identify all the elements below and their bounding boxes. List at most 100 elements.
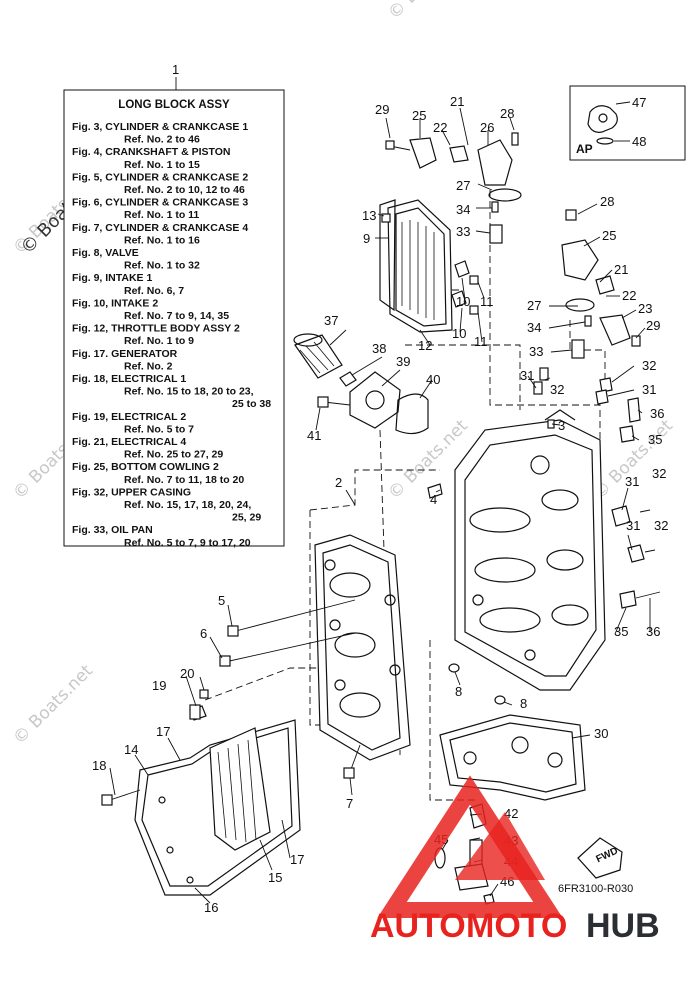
callout-37: 37 xyxy=(324,313,338,328)
reference-ref: Ref. No. 2 xyxy=(124,360,173,372)
callout-33: 33 xyxy=(456,224,470,239)
callout-22b: 22 xyxy=(622,288,636,303)
callout-34: 34 xyxy=(456,202,470,217)
callout-14: 14 xyxy=(124,742,138,757)
brand-moto: MOTO xyxy=(466,907,567,945)
oil-filter-part xyxy=(293,333,429,435)
callout-32b: 32 xyxy=(550,382,564,397)
callout-10b: 10 xyxy=(456,294,470,309)
callout-33b: 33 xyxy=(529,344,543,359)
reference-fig: Fig. 8, VALVE xyxy=(72,247,139,259)
callout-36: 36 xyxy=(650,406,664,421)
fwd-arrow: FWD xyxy=(577,837,623,879)
callout-21: 21 xyxy=(450,94,464,109)
callout-29: 29 xyxy=(375,102,389,117)
callout-24: 25 xyxy=(412,108,426,123)
callout-26: 26 xyxy=(480,120,494,135)
callout-25: 25 xyxy=(602,228,616,243)
reference-ref: Ref. No. 7 to 11, 18 to 20 xyxy=(124,474,244,486)
callout-38: 38 xyxy=(372,341,386,356)
reference-fig: Fig. 21, ELECTRICAL 4 xyxy=(72,436,186,448)
reference-fig: Fig. 33, OIL PAN xyxy=(72,524,153,536)
callout-35b: 35 xyxy=(614,624,628,639)
callout-36b: 36 xyxy=(646,624,660,639)
ap-inset: AP xyxy=(569,85,686,161)
reference-ref: Ref. No. 1 to 9 xyxy=(124,335,194,347)
callout-19: 19 xyxy=(152,678,166,693)
callout-12: 12 xyxy=(418,338,432,353)
inset-label: AP xyxy=(576,142,593,156)
watermark: © Boats.net xyxy=(9,661,97,749)
reference-fig: Fig. 7, CYLINDER & CRANKCASE 4 xyxy=(72,222,248,234)
reference-fig: Fig. 32, UPPER CASING xyxy=(72,486,191,498)
callout-leaders xyxy=(109,107,651,904)
reference-fig: Fig. 5, CYLINDER & CRANKCASE 2 xyxy=(72,171,248,183)
callout-27b: 27 xyxy=(527,298,541,313)
callout-30: 30 xyxy=(594,726,608,741)
callout-48: 48 xyxy=(632,134,646,149)
svg-text:1: 1 xyxy=(172,62,179,77)
exhaust-cover-part xyxy=(134,705,301,896)
callout-23: 23 xyxy=(638,301,652,316)
callout-11b: 11 xyxy=(480,294,494,309)
callout-17: 17 xyxy=(156,724,170,739)
callout-5: 5 xyxy=(218,593,225,608)
callout-20: 20 xyxy=(180,666,194,681)
callout-7: 7 xyxy=(346,796,353,811)
callout-22: 22 xyxy=(433,120,447,135)
reference-fig: Fig. 10, INTAKE 2 xyxy=(72,297,158,309)
reference-ref: Ref. No. 2 to 46 xyxy=(124,134,200,146)
callout-11: 11 xyxy=(474,334,488,349)
callout-18: 18 xyxy=(92,758,106,773)
reference-ref: Ref. No. 1 to 11 xyxy=(124,209,199,221)
watermark: © Boats.net xyxy=(384,0,472,24)
callout-32c: 32 xyxy=(652,466,666,481)
callout-35: 35 xyxy=(648,432,662,447)
valve-cover-part xyxy=(379,199,453,333)
reference-ref: Ref. No. 15, 17, 18, 20, 24, xyxy=(124,499,251,511)
reference-ref: Ref. No. 1 to 15 xyxy=(124,159,200,171)
callout-31: 31 xyxy=(642,382,656,397)
diagram-code: 6FR3100-R030 xyxy=(558,883,633,895)
callout-13: 13 xyxy=(362,208,376,223)
callout-8b: 8 xyxy=(520,696,527,711)
reference-box-title: LONG BLOCK ASSY xyxy=(118,99,230,111)
callout-4: 4 xyxy=(430,492,437,507)
callout-28: 28 xyxy=(500,106,514,121)
callout-10: 10 xyxy=(452,326,466,341)
callout-29b: 29 xyxy=(646,318,660,333)
reference-ref: Ref. No. 7 to 9, 14, 35 xyxy=(124,310,229,322)
callout-34b: 34 xyxy=(527,320,541,335)
crankcase-part xyxy=(454,409,606,691)
reference-fig: Fig. 17. GENERATOR xyxy=(72,348,178,360)
reference-ref: Ref. No. 6, 7 xyxy=(124,285,184,297)
reference-fig: Fig. 6, CYLINDER & CRANKCASE 3 xyxy=(72,197,248,209)
reference-ref: Ref. No. 5 to 7, 9 to 17, 20 xyxy=(124,537,251,549)
reference-ref: Ref. No. 1 to 32 xyxy=(124,260,200,272)
callout-15: 15 xyxy=(268,870,282,885)
reference-fig: Fig. 19, ELECTRICAL 2 xyxy=(72,411,186,423)
callout-31d: 31 xyxy=(626,518,640,533)
brand-hub: HUB xyxy=(586,907,660,945)
callout-39: 39 xyxy=(396,354,410,369)
callout-27: 27 xyxy=(456,178,470,193)
reference-fig: Fig. 9, INTAKE 1 xyxy=(72,272,152,284)
fasteners xyxy=(101,132,661,905)
callout-40: 40 xyxy=(426,372,440,387)
reference-fig: Fig. 4, CRANKSHAFT & PISTON xyxy=(72,146,230,158)
brand-auto: AUTO xyxy=(370,907,466,945)
callout-21b: 21 xyxy=(614,262,628,277)
callout-31b: 31 xyxy=(520,368,534,383)
callout-28b: 28 xyxy=(600,194,614,209)
callout-31c: 31 xyxy=(625,474,639,489)
callout-47: 47 xyxy=(632,95,646,110)
reference-ref: Ref. No. 15 to 18, 20 to 23, xyxy=(124,386,254,398)
callout-16: 16 xyxy=(204,900,218,915)
reference-ref-cont: 25 to 38 xyxy=(232,398,271,410)
callout-9: 9 xyxy=(363,231,370,246)
brand-logo: AUTO MOTO HUB xyxy=(370,775,660,945)
callout-3: 3 xyxy=(558,418,565,433)
reference-box: 1 LONG BLOCK ASSY xyxy=(63,62,285,547)
